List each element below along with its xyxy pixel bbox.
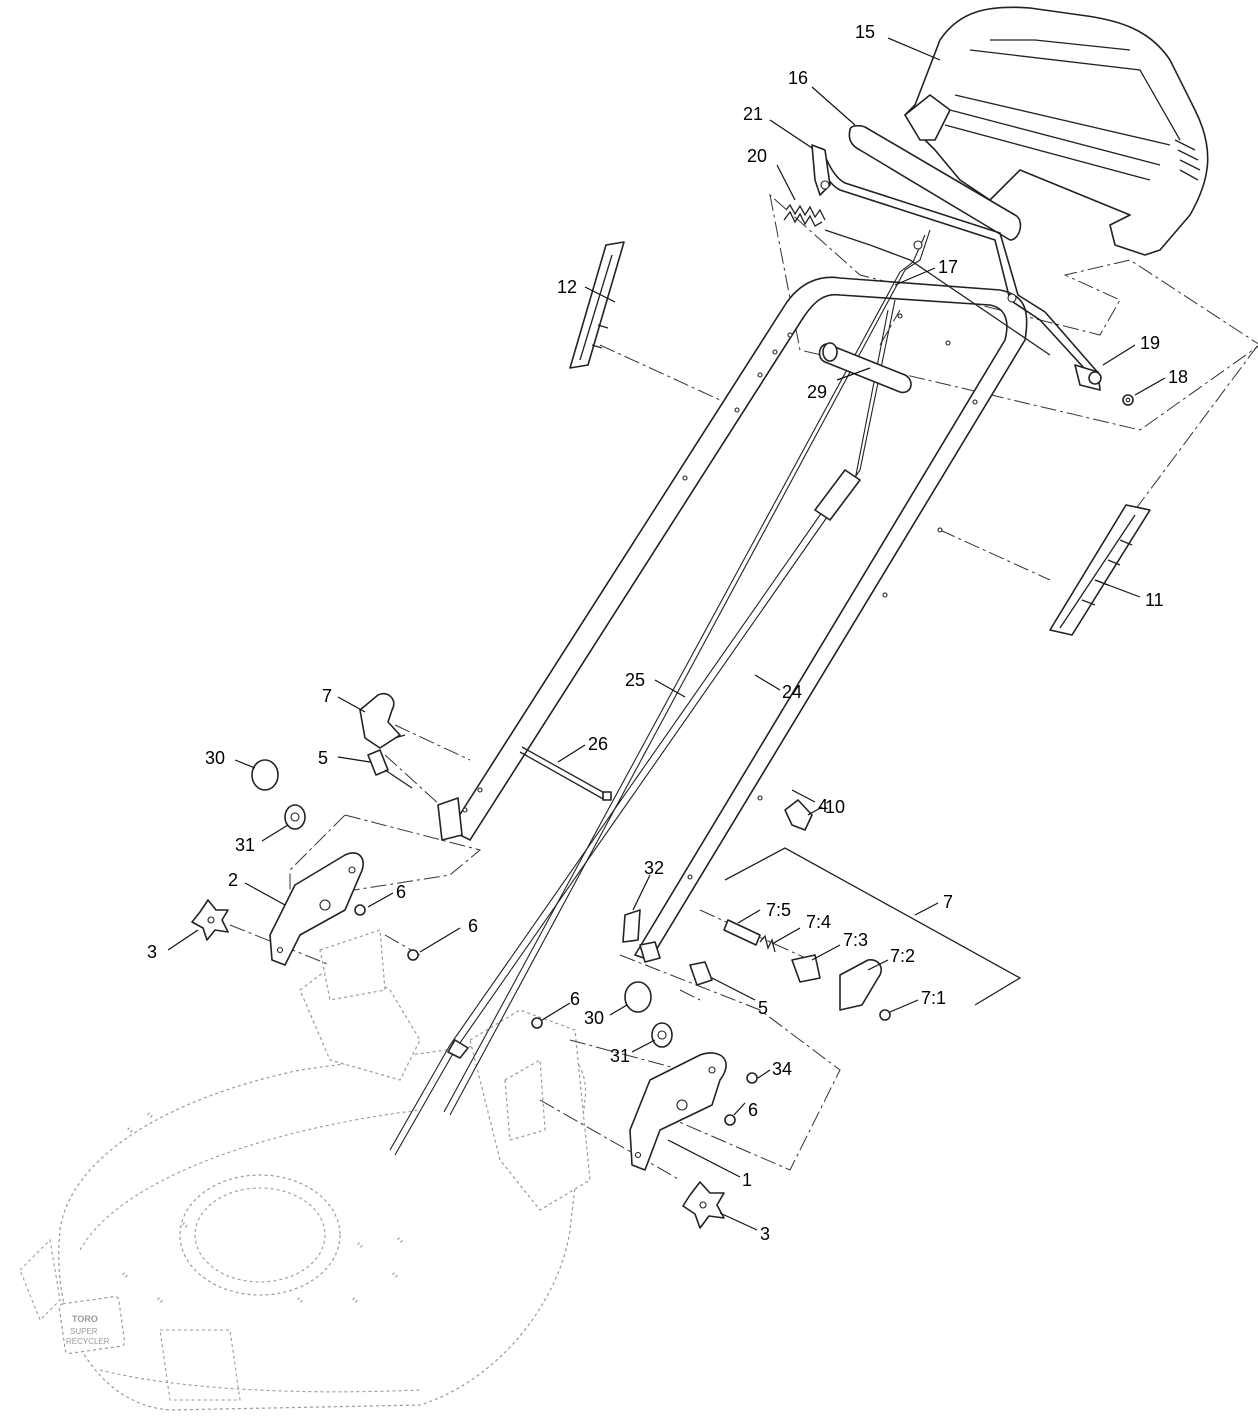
callout-7-2: 7:2 [890,946,915,966]
part-19-pivot [1074,364,1102,391]
callout-6-d: 6 [748,1100,758,1120]
callout-4: 4 [818,796,828,816]
callout-5-left: 5 [318,748,328,768]
callout-5-right: 5 [758,998,768,1018]
part-26-cable-tie [519,746,612,801]
callout-15: 15 [855,22,875,42]
part-31-spacer-right [651,1022,673,1048]
part-3-knob-right [682,1181,725,1229]
callout-7-top: 7 [322,686,332,706]
deck-badge-brand: TORO [72,1314,98,1324]
callout-11: 11 [1145,590,1164,610]
part-5-bolt-left [367,749,413,789]
callout-labels: 15 16 21 20 17 12 19 18 29 11 25 24 7 26… [147,22,1188,1244]
deck-badge-line2: RECYCLER [66,1337,110,1346]
callout-29: 29 [807,382,827,402]
part-17-bail [811,144,1101,381]
part-6-nut-a [354,904,366,916]
leader-lines [167,37,1166,1231]
part-30-cap-right [624,981,652,1013]
mower-deck: TORO SUPER RECYCLER [19,929,591,1411]
callout-7-1: 7:1 [921,988,946,1008]
part-7-knob-left [359,692,406,749]
callout-16: 16 [788,68,808,88]
part-15-upper-handle [904,6,1209,256]
part-18-washer [1122,394,1134,406]
callout-31-right: 31 [610,1046,630,1066]
part-3-knob-left [191,899,229,941]
callout-17: 17 [938,257,958,277]
part-20-spring [783,203,826,227]
part-10-clip [784,799,813,831]
part-5-bolt-right [689,961,713,986]
part-31-spacer-left [284,804,306,830]
part-6-nut-b [407,949,419,961]
deck-badge-line1: SUPER [70,1327,98,1336]
part-12-cable-guide [569,241,625,369]
callout-1: 1 [742,1170,752,1190]
callout-24: 24 [782,682,802,702]
deck-badge: TORO SUPER RECYCLER [58,1295,126,1355]
part-2-bracket-left [269,852,364,966]
callout-3-right: 3 [760,1224,770,1244]
callout-30-left: 30 [205,748,225,768]
callout-32: 32 [644,858,664,878]
callout-2: 2 [228,870,238,890]
part-1-bracket-right [629,1052,727,1171]
callout-26: 26 [588,734,608,754]
callout-3-left: 3 [147,942,157,962]
part-32-bracket [622,909,641,943]
callout-12: 12 [557,277,577,297]
callout-25: 25 [625,670,645,690]
part-30-cap-left [251,759,279,791]
callout-7-3: 7:3 [843,930,868,950]
part-7-1-cap [879,1009,891,1021]
callout-19: 19 [1140,333,1160,353]
callout-7-5: 7:5 [766,900,791,920]
callout-7-kit: 7 [943,892,953,912]
callout-7-4: 7:4 [806,912,831,932]
part-7-3-cam [791,954,821,983]
callout-18: 18 [1168,367,1188,387]
callout-6-c: 6 [570,989,580,1009]
part-7-2-lever [839,959,882,1011]
part-16-pad [848,124,1022,241]
part-11-cable-guide [1049,504,1151,636]
callout-6-b: 6 [468,916,478,936]
callout-30-right: 30 [584,1008,604,1028]
part-7-5-pin [723,919,761,946]
part-7-kit [723,847,1022,1021]
callout-31-left: 31 [235,835,255,855]
callout-21: 21 [743,104,763,124]
part-6-nut-d [724,1114,736,1126]
part-6-nut-c [531,1017,543,1029]
callout-20: 20 [747,146,767,166]
callout-34: 34 [772,1059,792,1079]
callout-10-label: 10 [825,797,845,817]
callout-6-a: 6 [396,882,406,902]
part-29-grip [818,342,912,394]
part-34-washer [746,1072,758,1084]
handle-tube [437,276,1028,963]
